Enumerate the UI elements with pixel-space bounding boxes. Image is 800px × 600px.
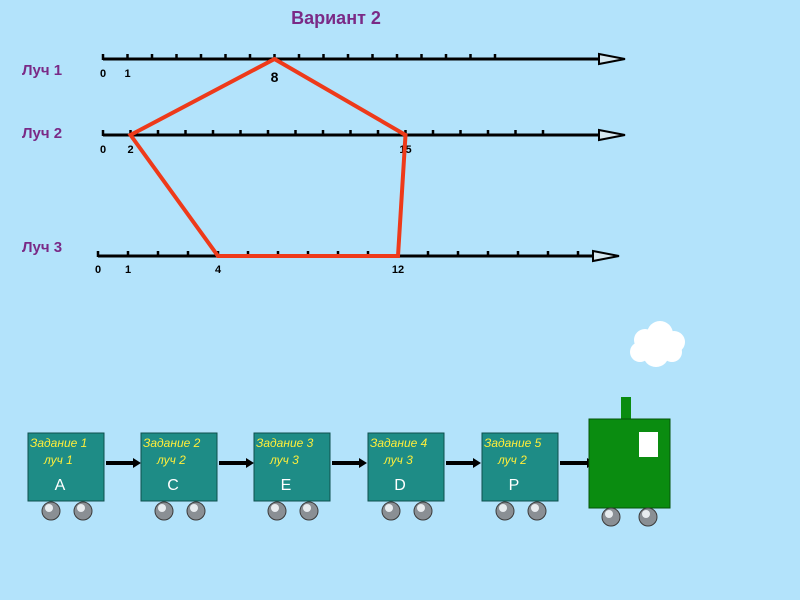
coupling-arrow-icon <box>359 458 367 468</box>
train-car-2: Задание 2 луч 2 С <box>141 433 254 520</box>
car-ray-label: луч 2 <box>156 453 186 467</box>
car-ray-label: луч 3 <box>383 453 413 467</box>
car-task-label: Задание 5 <box>484 436 542 450</box>
car-answer-letter: D <box>394 477 406 494</box>
locomotive <box>589 397 670 526</box>
vertex-number: 8 <box>271 69 279 85</box>
wheel-icon <box>639 508 657 526</box>
pentagon-figure: 8 <box>131 59 406 256</box>
ray-number: 1 <box>124 68 130 80</box>
train: Задание 1 луч 1 А Задание 2 луч 2 С Задание 3 л… <box>28 321 685 526</box>
wheel-icon <box>155 502 173 520</box>
wheel-icon <box>382 502 400 520</box>
wheel-icon <box>414 502 432 520</box>
car-ray-label: луч 1 <box>43 453 73 467</box>
car-task-label: Задание 1 <box>30 436 87 450</box>
wheel-icon <box>300 502 318 520</box>
wheel-icon <box>187 502 205 520</box>
train-car-1: Задание 1 луч 1 А <box>28 433 141 520</box>
wheel-icon <box>496 502 514 520</box>
ray-label: Луч 2 <box>22 125 62 142</box>
car-ray-label: луч 2 <box>497 453 527 467</box>
car-ray-label: луч 3 <box>269 453 299 467</box>
ray-arrow-icon <box>593 251 619 261</box>
ray-arrow-icon <box>599 130 625 140</box>
coupling-arrow-icon <box>473 458 481 468</box>
train-car-4: Задание 4 луч 3 D <box>368 433 481 520</box>
pentagon-outline <box>131 59 406 256</box>
wheel-icon <box>602 508 620 526</box>
ray-number: 0 <box>100 144 106 156</box>
car-task-label: Задание 4 <box>370 436 428 450</box>
wheel-icon <box>528 502 546 520</box>
car-answer-letter: С <box>167 477 179 494</box>
ray-label: Луч 1 <box>22 62 62 79</box>
car-answer-letter: Р <box>509 477 520 494</box>
locomotive-window <box>639 432 658 457</box>
car-task-label: Задание 2 <box>143 436 201 450</box>
train-car-3: Задание 3 луч 3 Е <box>254 433 367 520</box>
car-task-label: Задание 3 <box>256 436 314 450</box>
wheel-icon <box>42 502 60 520</box>
train-car-5: Задание 5 луч 2 Р <box>482 433 595 520</box>
wheel-icon <box>74 502 92 520</box>
ray-number: 4 <box>215 264 222 276</box>
coupling-arrow-icon <box>133 458 141 468</box>
page-title: Вариант 2 <box>291 8 381 28</box>
ray-number: 0 <box>100 68 106 80</box>
ray-number: 0 <box>95 264 101 276</box>
car-answer-letter: А <box>55 477 66 494</box>
ray-number: 1 <box>125 264 131 276</box>
wheel-icon <box>268 502 286 520</box>
car-answer-letter: Е <box>281 477 292 494</box>
coupling-arrow-icon <box>246 458 254 468</box>
ray-arrow-icon <box>599 54 625 64</box>
ray-number: 2 <box>127 144 133 156</box>
smoke-cloud-icon <box>630 321 685 367</box>
chimney <box>621 397 631 419</box>
ray-number: 12 <box>392 264 404 276</box>
number-ray-1: Луч 1 0 1 <box>22 54 625 80</box>
ray-label: Луч 3 <box>22 239 62 256</box>
